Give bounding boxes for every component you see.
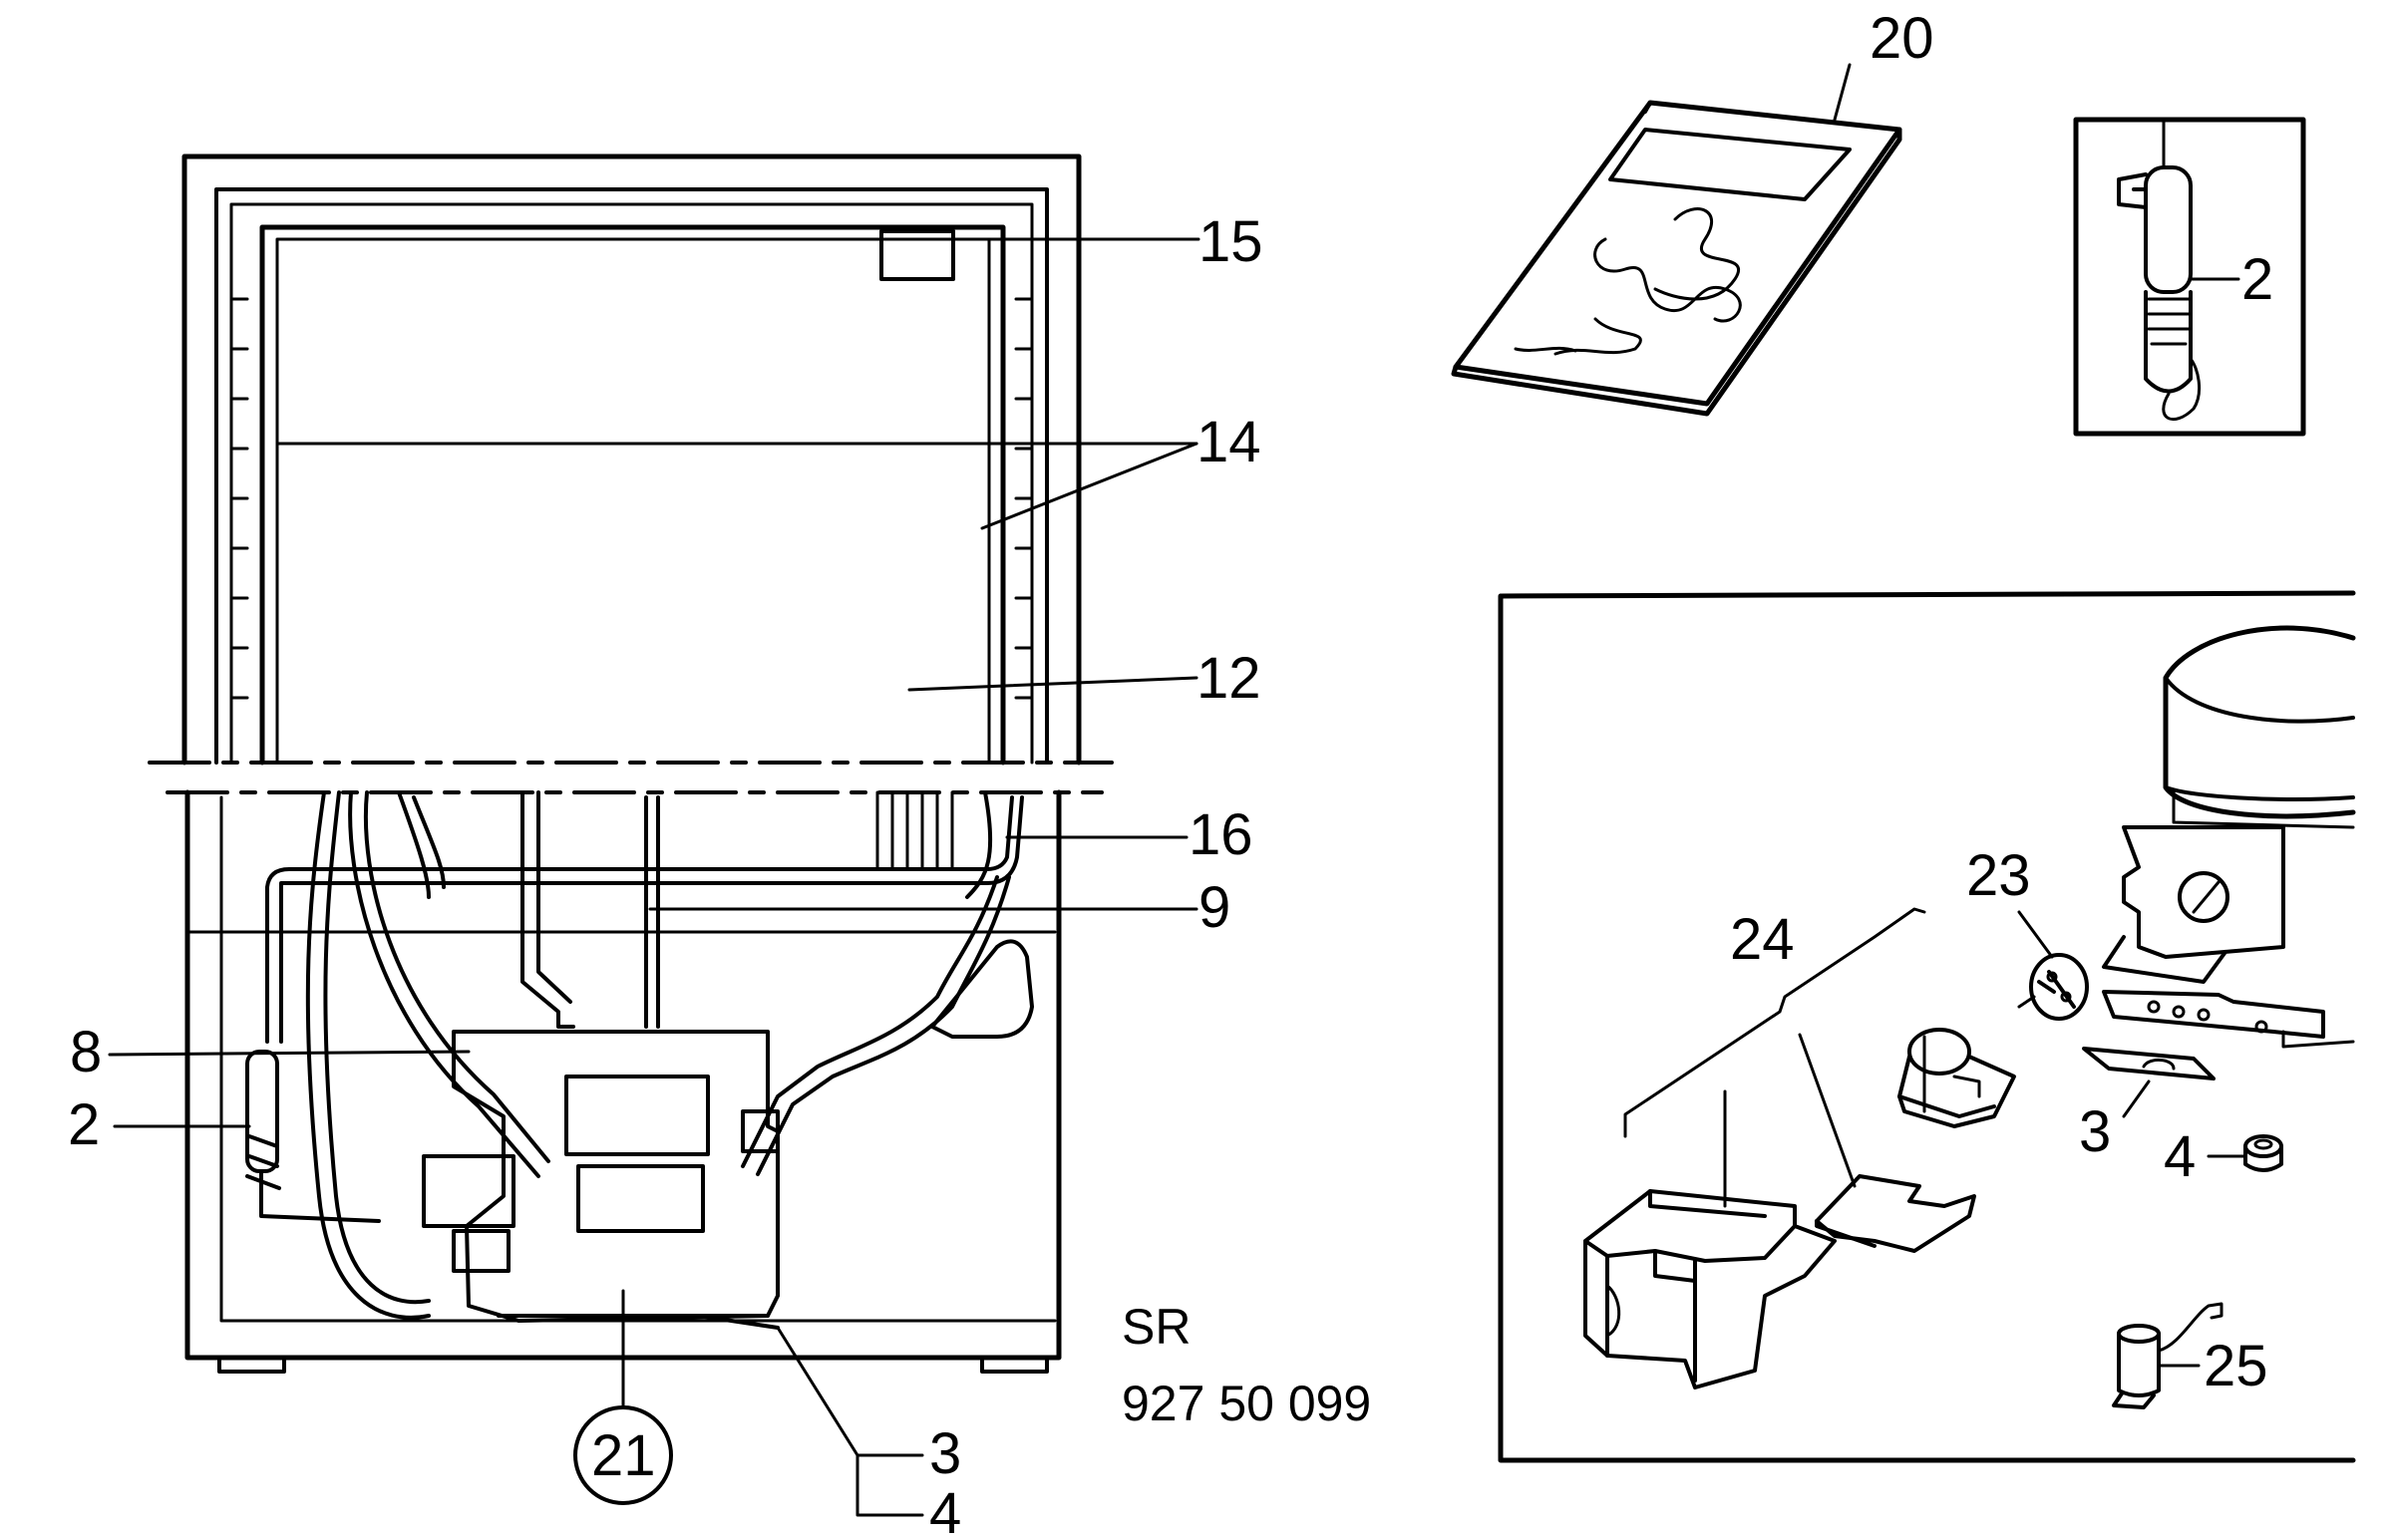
- label-12: 12: [1196, 646, 1261, 711]
- label-2-left: 2: [68, 1092, 100, 1157]
- leader-20: [1833, 63, 1852, 122]
- doc-number: 927 50 099: [1122, 1376, 1371, 1431]
- doc-code: SR: [1122, 1299, 1191, 1355]
- leader-lines-main: [108, 237, 1200, 1517]
- leader-23: [2017, 910, 2054, 959]
- label-2-inset: 2: [2241, 247, 2273, 312]
- capacitor-25: [2112, 1302, 2223, 1409]
- leader-24: [1623, 907, 1926, 1208]
- appliance-cabinet: [148, 154, 1114, 794]
- document-id: SR 927 50 099: [1122, 1299, 1371, 1431]
- callout-circle-21: [573, 1405, 673, 1505]
- label-4-right: 4: [2164, 1124, 2196, 1189]
- grommet-plate-3: [2082, 1047, 2216, 1080]
- compressor-head: [2102, 625, 2356, 1049]
- label-25: 25: [2204, 1334, 2268, 1398]
- dryer-filter-left: [245, 1050, 381, 1223]
- label-9: 9: [1198, 875, 1230, 940]
- relay-23: [2017, 953, 2089, 1021]
- label-8: 8: [70, 1020, 102, 1084]
- appliance-lower-section: [184, 789, 1062, 1374]
- label-24: 24: [1730, 907, 1795, 972]
- label-15: 15: [1198, 209, 1263, 274]
- leader-3-right: [2122, 1079, 2151, 1118]
- overload-protector: [1897, 1028, 2016, 1128]
- grommet-4: [2243, 1134, 2283, 1172]
- terminal-cover: [1583, 1189, 1837, 1389]
- compressor-parts-box: [1498, 590, 2356, 1463]
- label-21: 21: [591, 1423, 656, 1488]
- label-3-right: 3: [2079, 1099, 2111, 1164]
- label-4-bottom: 4: [929, 1481, 961, 1540]
- label-20: 20: [1870, 6, 1934, 71]
- relay-clip: [1815, 1174, 1976, 1253]
- label-3-bottom: 3: [929, 1421, 961, 1486]
- label-16: 16: [1189, 802, 1253, 867]
- callout-labels: 15 14 12 16 9 8 2 21 3 4 20 2 23 24 3 4 …: [68, 6, 2273, 1540]
- manual-booklet: [1451, 100, 1902, 417]
- label-14: 14: [1196, 410, 1261, 474]
- compressor-body: [422, 1030, 780, 1330]
- label-23: 23: [1966, 843, 2031, 908]
- inset-dryer-box: [2073, 117, 2306, 437]
